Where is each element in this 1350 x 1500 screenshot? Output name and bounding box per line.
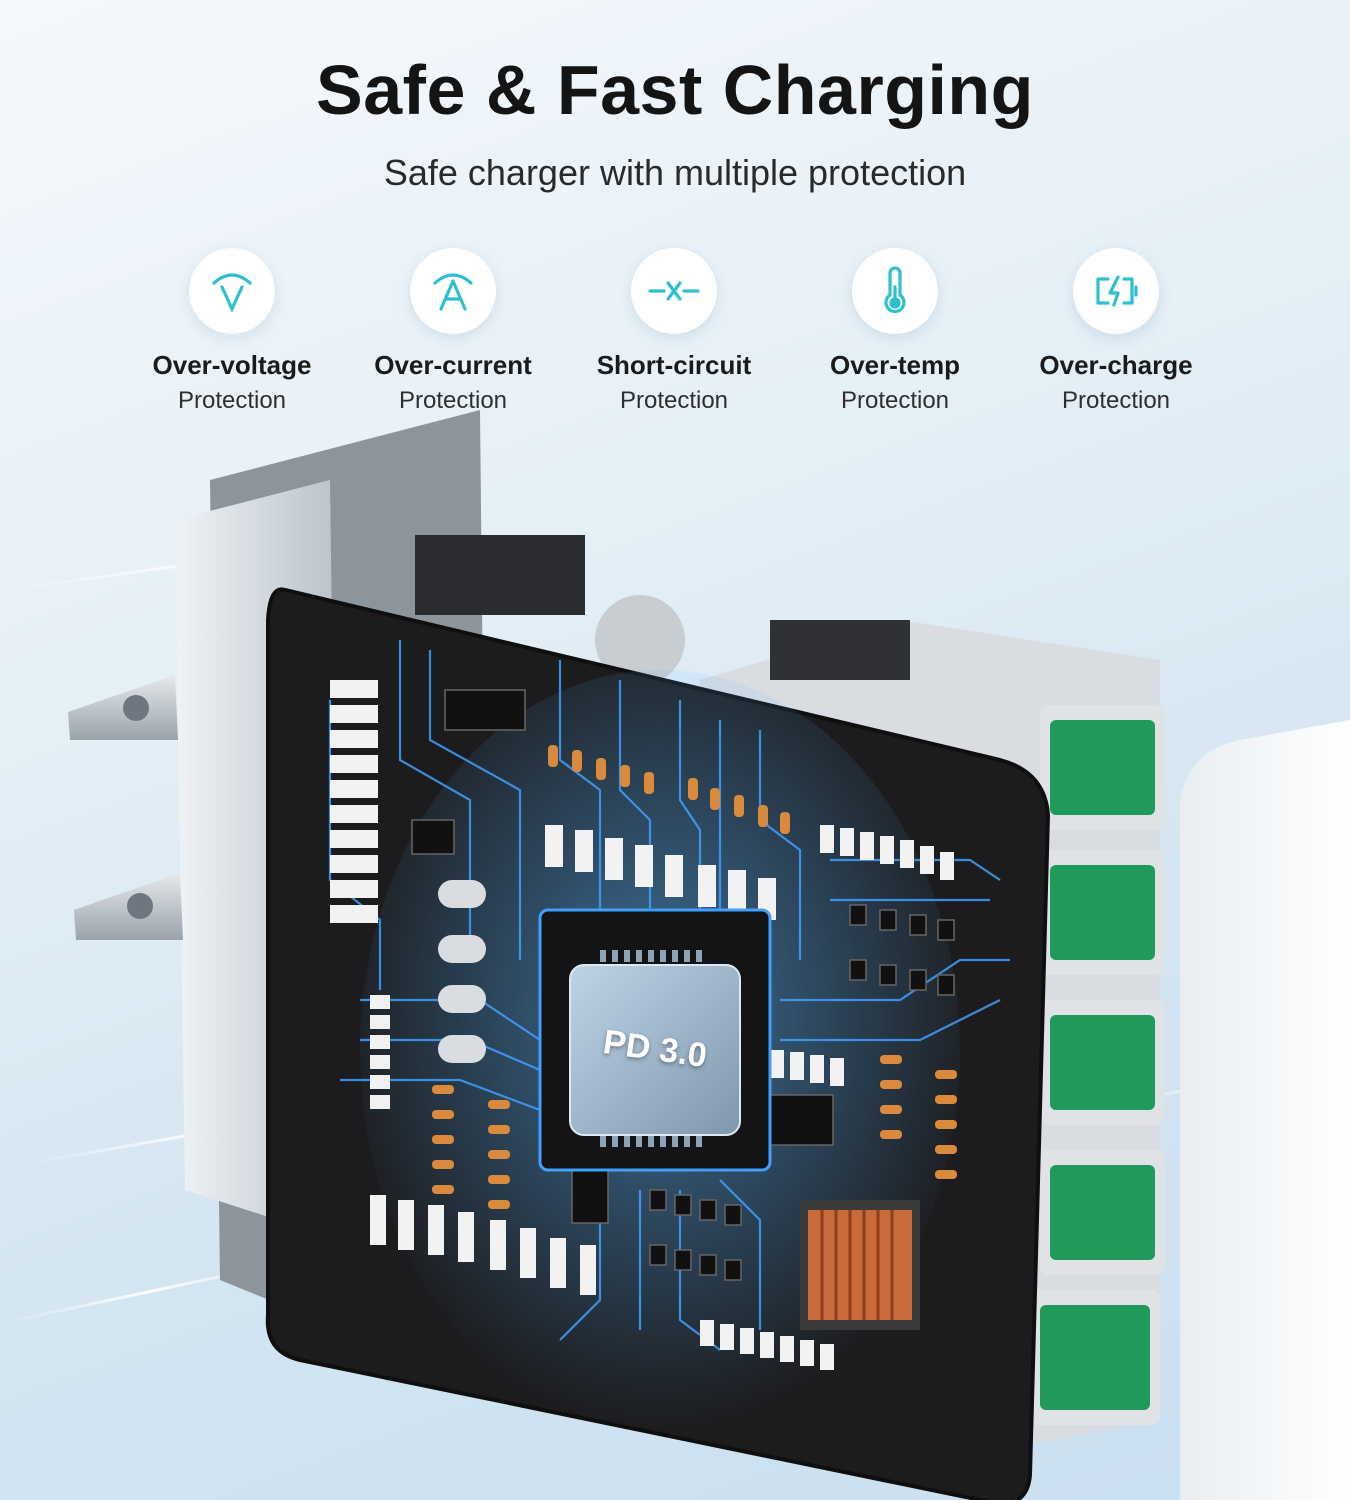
feature-over-temp: Over-temp Protection: [785, 248, 1005, 415]
feature-over-current: Over-current Protection: [343, 248, 563, 415]
short-circuit-icon: [631, 248, 717, 334]
ic-chips: [411, 689, 955, 1281]
current-icon: [410, 248, 496, 334]
feature-sub: Protection: [1061, 387, 1171, 414]
feature-sub: Protection: [398, 387, 508, 414]
page-subtitle: Safe charger with multiple protection: [383, 152, 967, 193]
feature-name: Over-charge: [1039, 350, 1193, 380]
feature-name: Short-circuit: [596, 350, 752, 380]
smd-components: [330, 680, 954, 1370]
capacitor: [595, 595, 685, 685]
page-title: Safe & Fast Charging: [316, 51, 1034, 129]
charger-housing: [1180, 720, 1350, 1500]
heatsink: [800, 1200, 920, 1330]
feature-name: Over-voltage: [152, 350, 312, 380]
resistors: [432, 745, 957, 1209]
crystal-oscillators: [438, 880, 486, 1063]
battery-charging-icon: [1073, 248, 1159, 334]
thermometer-icon: [852, 248, 938, 334]
pd-chip: [538, 908, 772, 1172]
feature-sub: Protection: [619, 387, 729, 414]
usb-ports: [1030, 705, 1165, 1425]
feature-over-voltage: Over-voltage Protection: [122, 248, 342, 415]
feature-name: Over-current: [374, 350, 532, 380]
plug-prongs: [68, 675, 183, 940]
feature-sub: Protection: [177, 387, 287, 414]
feature-over-charge: Over-charge Protection: [1006, 248, 1226, 415]
feature-short-circuit: Short-circuit Protection: [564, 248, 784, 415]
transformer: [415, 535, 585, 615]
feature-sub: Protection: [840, 387, 950, 414]
feature-name: Over-temp: [829, 350, 961, 380]
voltage-icon: [189, 248, 275, 334]
